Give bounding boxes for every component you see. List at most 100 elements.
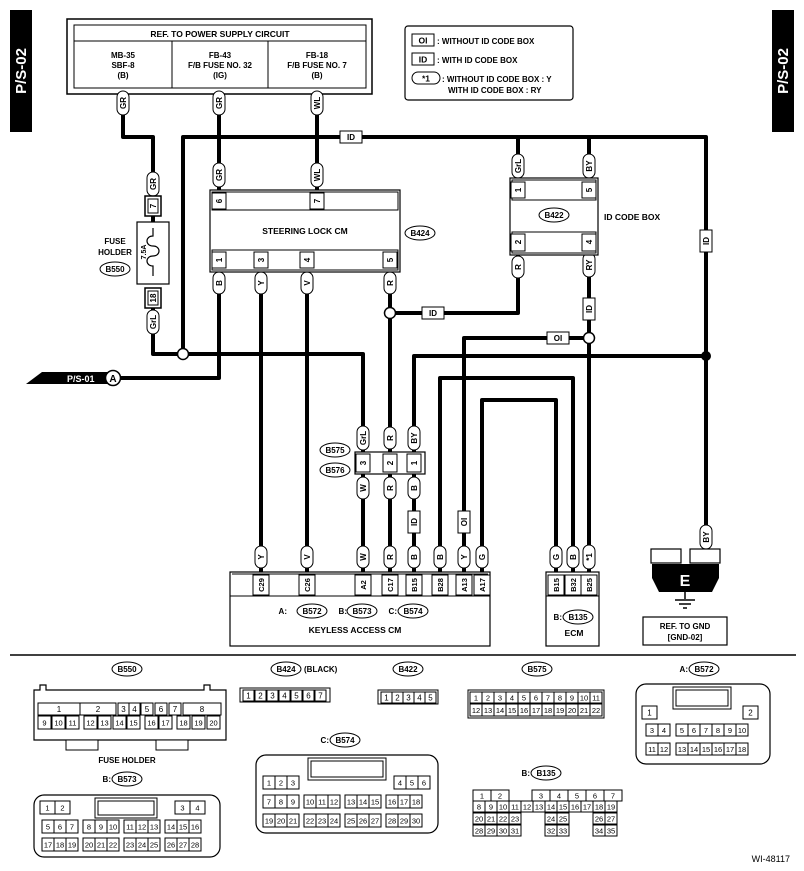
view-b424-pin: 7	[318, 692, 323, 701]
view-b135-pin: 14	[547, 803, 555, 812]
kacm-label: KEYLESS ACCESS CM	[309, 625, 402, 635]
view-b572-pin: 6	[692, 726, 696, 735]
wire-label-by: BY	[702, 531, 711, 543]
view-b573-pin-cell	[106, 819, 120, 834]
view-b574-pin: 20	[277, 817, 285, 826]
power-ref-col1-line3: (B)	[117, 71, 128, 80]
view-b574-pin-cell	[368, 813, 382, 828]
view-b573-pin-cell	[188, 819, 202, 834]
view-b550: B550 1 2 3 4 5 6 7 8 9 10 1	[33, 661, 227, 765]
wire-label-v: V	[303, 554, 312, 560]
view-b135-pin: 20	[475, 815, 483, 824]
view-b575-pin: 4	[510, 694, 514, 703]
view-b135-pin-cell	[604, 800, 618, 813]
wire-label-b: B	[569, 554, 578, 560]
view-b573-id: B573	[117, 775, 137, 784]
view-b574-pin: 28	[388, 817, 396, 826]
view-b424-id: B424	[276, 665, 296, 674]
ecm-connector-id: B135	[568, 613, 588, 622]
kacm-pin-a2: A2	[359, 580, 368, 590]
view-b573-pin: 6	[58, 823, 62, 832]
wire-label-id: ID	[429, 309, 437, 318]
wire-label-b: B	[410, 485, 419, 491]
kacm-pin-a13: A13	[460, 578, 469, 592]
steering-lock-cm: STEERING LOCK CM B424 6 7 1 3 4 5	[209, 189, 436, 273]
ground-label2: [GND-02]	[668, 633, 703, 642]
idbox-pin-1: 1	[514, 187, 523, 192]
view-b135-pin: 31	[511, 827, 519, 836]
view-b550-pin: 17	[161, 719, 169, 728]
view-b574-pin: 27	[371, 817, 379, 826]
view-b135-pin: 8	[477, 803, 481, 812]
power-supply-ref-box: REF. TO POWER SUPPLY CIRCUIT MB-35 SBF-8…	[66, 18, 373, 95]
junction-conn-b576: B576	[325, 466, 345, 475]
kacm-conn-b-id: B573	[352, 607, 372, 616]
view-b572-pin: 13	[678, 745, 686, 754]
view-b135-pin: 29	[487, 827, 495, 836]
view-b135-pin: 23	[511, 815, 519, 824]
kacm-pin-a17: A17	[478, 578, 487, 592]
fuse-pin-top: 7	[149, 203, 158, 208]
view-b575-pin: 17	[532, 706, 540, 715]
junction-dot	[176, 347, 190, 361]
view-b550-pin: 5	[145, 705, 150, 714]
view-b574-pin: 7	[267, 798, 271, 807]
view-b573-pin: 2	[60, 804, 64, 813]
wire-label-wl: WL	[313, 169, 322, 182]
view-b574-pin: 16	[388, 798, 396, 807]
junction-connector: 3 2 1 B575 B576	[319, 442, 426, 478]
view-b572-pin: 5	[680, 726, 684, 735]
view-b135-pin: 26	[595, 815, 603, 824]
view-b572-pin: 11	[648, 745, 656, 754]
view-b573-pin: 13	[150, 823, 158, 832]
view-b424-pin: 2	[258, 692, 263, 701]
page-tag-right-text: P/S-02	[775, 48, 792, 94]
view-b573-pin: 5	[46, 823, 50, 832]
view-b135-pin: 11	[511, 803, 519, 812]
view-b572-pin-cell	[657, 723, 671, 737]
wire-label-r: R	[386, 554, 395, 560]
wire-label-g: G	[552, 554, 561, 560]
view-b573-pin: 28	[191, 841, 199, 850]
view-b575-pin: 3	[498, 694, 502, 703]
steering-pin-1: 1	[215, 257, 224, 262]
view-b573-pin: 27	[179, 841, 187, 850]
wire-label-r: R	[386, 435, 395, 441]
page-tag-right: P/S-02	[772, 10, 794, 132]
view-b573-pin: 21	[97, 841, 105, 850]
view-b574-pin-cell	[286, 794, 300, 809]
view-b574-pin: 12	[330, 798, 338, 807]
view-b574-pin: 11	[318, 798, 326, 807]
view-b574-pin-cell	[417, 775, 431, 790]
view-b575-pin: 5	[522, 694, 526, 703]
view-b575-pin: 19	[556, 706, 564, 715]
view-b422: B422 1 2 3 4 5	[377, 661, 439, 705]
view-b572-pin: 8	[716, 726, 720, 735]
view-b574-pin: 26	[359, 817, 367, 826]
junction-dot	[701, 351, 711, 361]
view-b575-pin: 6	[534, 694, 538, 703]
view-b573-pin-cell	[147, 837, 161, 852]
idbox-pin-4: 4	[585, 239, 594, 244]
legend-oi-tag: OI	[419, 36, 428, 46]
page-tag-left-text: P/S-02	[13, 48, 30, 94]
view-b550-pin: 13	[100, 719, 108, 728]
view-b135-pin: 1	[480, 792, 484, 801]
view-b574-pin: 21	[289, 817, 297, 826]
view-b550-pin: 9	[42, 719, 46, 728]
view-b574-pin: 6	[422, 779, 426, 788]
wire-label-ry: RY	[585, 259, 594, 270]
view-b550-row1: 1 2 3 4 5 6 7 8	[37, 702, 222, 716]
view-b575-pin: 1	[474, 694, 478, 703]
view-b135-pin: 18	[595, 803, 603, 812]
view-b572-pin-cell	[735, 742, 749, 756]
view-b424-note: (BLACK)	[304, 665, 338, 674]
view-b135-pin: 24	[547, 815, 555, 824]
view-b574-pin: 29	[400, 817, 408, 826]
view-b550-pin: 15	[129, 719, 137, 728]
wire-label-b: B	[215, 280, 224, 286]
view-b572-pin: 16	[714, 745, 722, 754]
view-b574-pin: 18	[412, 798, 420, 807]
legend-id-text: : WITH ID CODE BOX	[437, 56, 518, 65]
